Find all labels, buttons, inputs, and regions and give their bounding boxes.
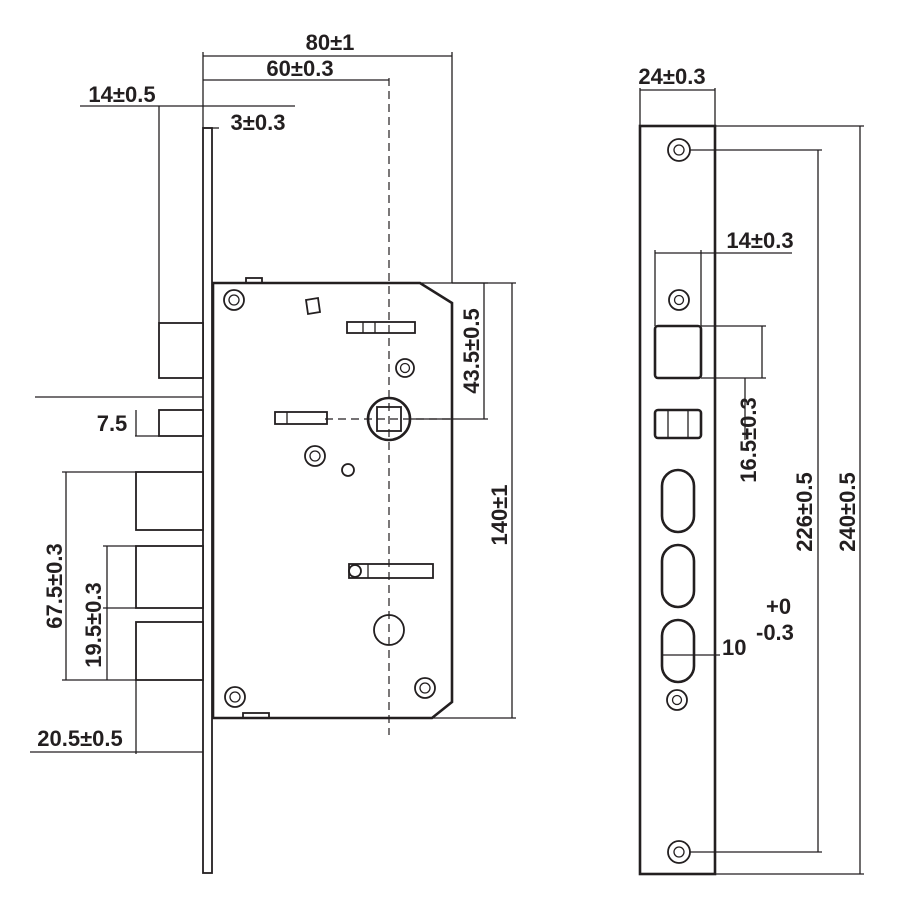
slider-mid — [274, 411, 328, 425]
front-slot-1 — [660, 468, 696, 534]
dim-latch-height: 16.5±0.3 — [736, 397, 761, 482]
front-screw-lower — [666, 689, 688, 711]
front-latch-opening — [653, 324, 703, 380]
dim-latch-projection: 14±0.5 — [88, 82, 155, 107]
front-screw-bottom — [667, 840, 691, 864]
dim-to-center: 60±0.3 — [266, 56, 333, 81]
dim-overall-width: 80±1 — [306, 30, 355, 55]
deadbolt-2 — [135, 545, 204, 609]
dim-case-height: 140±1 — [487, 484, 512, 545]
screw-bottom-right — [414, 677, 436, 699]
small-lever — [304, 296, 322, 316]
dim-screw-pitch: 226±0.5 — [792, 472, 817, 551]
side-view: 80±1 60±0.3 14±0.5 3±0.3 43.5±0.5 140±1 … — [30, 30, 516, 874]
case-tab-top — [245, 277, 263, 284]
dim-latch-width: 14±0.3 — [726, 228, 793, 253]
screw-left-mid — [304, 445, 326, 467]
deadbolt-3 — [135, 621, 204, 681]
screw-bottom-left — [224, 686, 246, 708]
latch-bolt — [158, 322, 204, 379]
dim-backset-height: 43.5±0.5 — [459, 308, 484, 393]
front-faceplate — [638, 124, 717, 876]
dim-small-bolt: 7.5 — [97, 411, 128, 436]
slider-top — [346, 321, 416, 334]
dim-bolt-pitch: 19.5±0.3 — [81, 582, 106, 667]
screw-mid — [395, 358, 415, 378]
deadbolt-1 — [135, 471, 204, 531]
front-view: 24±0.3 14±0.3 16.5±0.3 226±0.5 240±0.5 1… — [638, 64, 864, 876]
dim-slot-width: 10 — [722, 635, 746, 660]
dim-faceplate-width: 24±0.3 — [638, 64, 705, 89]
dim-bolt-projection: 20.5±0.5 — [37, 726, 122, 751]
side-faceplate — [202, 127, 213, 874]
front-screw-top — [667, 138, 691, 162]
case-tab-bottom — [242, 712, 270, 719]
small-bolt — [158, 409, 204, 437]
lock-case — [211, 281, 454, 720]
dim-bolt-span: 67.5±0.3 — [42, 543, 67, 628]
front-small-bolt-opening — [653, 408, 703, 440]
dim-faceplate-length: 240±0.5 — [835, 472, 860, 551]
front-slot-3 — [660, 618, 696, 684]
screw-top-left — [223, 289, 245, 311]
dim-slot-tol-minus: -0.3 — [756, 620, 794, 645]
front-screw-upper — [668, 289, 690, 311]
dim-slot-tol-plus: +0 — [766, 594, 791, 619]
pin-hole — [341, 463, 355, 477]
front-slot-2 — [660, 543, 696, 609]
dim-faceplate-thickness: 3±0.3 — [231, 110, 286, 135]
